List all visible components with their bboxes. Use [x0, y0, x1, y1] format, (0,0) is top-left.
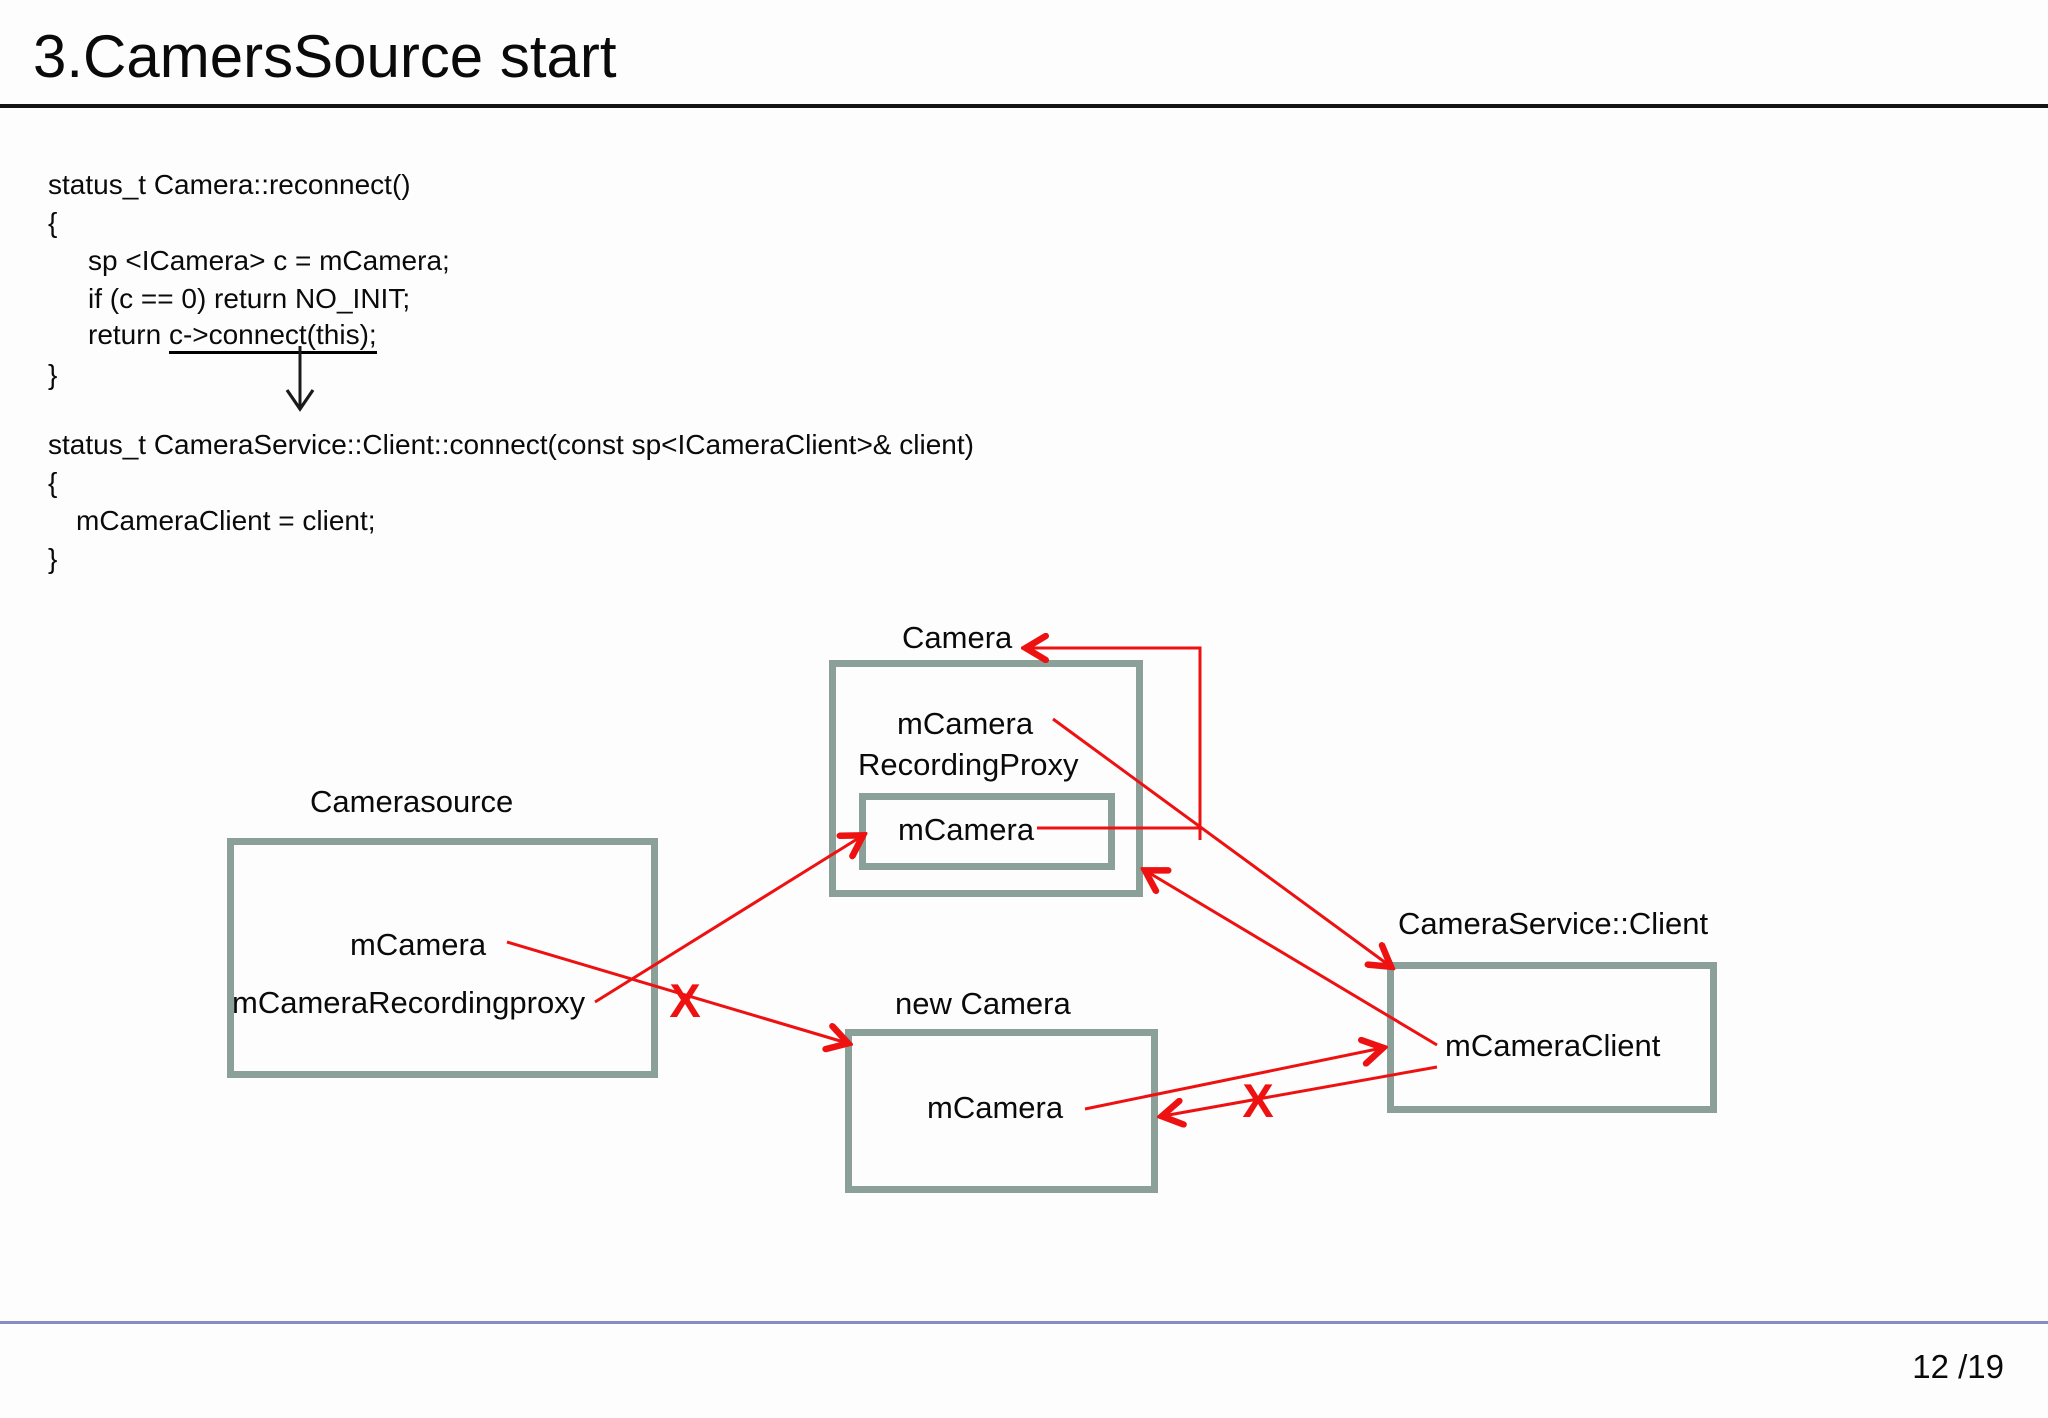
code-line: mCameraClient = client; — [76, 505, 376, 536]
code-line: } — [48, 359, 58, 390]
camera-service-client-box — [1387, 962, 1717, 1113]
code-line: return c->connect(this); — [88, 318, 377, 354]
x-mark-camerasource-link: X — [669, 974, 700, 1027]
camera-inner-field-mcamera: mCamera — [898, 812, 1035, 847]
new-camera-box-label: new Camera — [895, 986, 1071, 1021]
code-line: status_t Camera::reconnect() — [48, 169, 411, 200]
title-divider — [0, 104, 2048, 108]
camera-field-recordingproxy: RecordingProxy — [858, 747, 1079, 782]
code-line: if (c == 0) return NO_INIT; — [88, 283, 411, 314]
slide-title: 3.CamersSource start — [33, 23, 617, 90]
camera-field-mcamera: mCamera — [897, 706, 1034, 741]
page-number: 12 /19 — [1912, 1348, 2004, 1385]
code-line: sp <ICamera> c = mCamera; — [88, 245, 450, 276]
camerasource-field-recordingproxy: mCameraRecordingproxy — [232, 985, 586, 1020]
code-line: } — [48, 543, 58, 574]
new-camera-box — [845, 1029, 1158, 1193]
x-mark-mcameraclient-link: X — [1242, 1074, 1273, 1127]
csc-field-mcameraclient: mCameraClient — [1445, 1028, 1661, 1063]
new-camera-field-mcamera: mCamera — [927, 1090, 1064, 1125]
camera-service-client-box-label: CameraService::Client — [1398, 906, 1709, 941]
code-flow-arrow — [285, 346, 315, 412]
code-line: { — [48, 467, 58, 498]
code-line: { — [48, 207, 58, 238]
code-return-keyword: return — [88, 319, 169, 350]
camerasource-box-label: Camerasource — [310, 784, 514, 819]
camerasource-field-mcamera: mCamera — [350, 927, 487, 962]
code-line: status_t CameraService::Client::connect(… — [48, 429, 974, 460]
underlined-connect-call: c->connect(this); — [168, 319, 377, 354]
camera-box-label: Camera — [902, 620, 1013, 655]
footer-divider — [0, 1321, 2048, 1324]
